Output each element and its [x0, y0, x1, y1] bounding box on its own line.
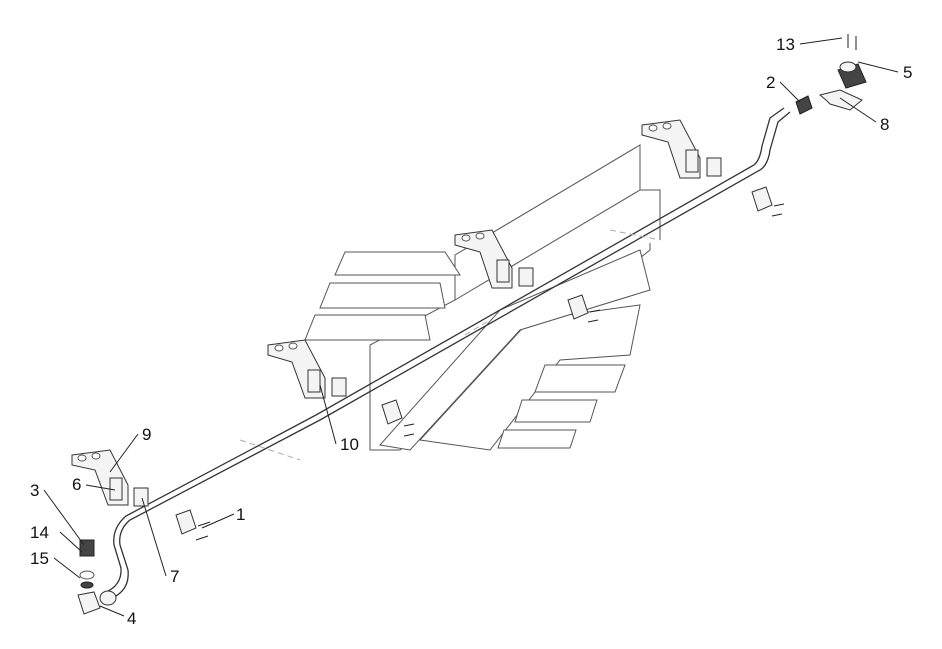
callout-15: 15 [30, 549, 49, 568]
frame-outline [304, 144, 661, 451]
pipe-assembly [105, 107, 791, 599]
leader-lines [43, 37, 899, 617]
callout-2: 2 [766, 73, 776, 92]
callout-10: 10 [340, 435, 359, 454]
callout-8: 8 [880, 115, 890, 134]
bracket-right [641, 119, 722, 179]
callout-14: 14 [30, 523, 49, 542]
bracket-left [71, 449, 149, 507]
callout-1: 1 [236, 505, 246, 524]
callout-13: 13 [776, 35, 795, 54]
callout-4: 4 [127, 609, 137, 628]
bracket-mid-2 [454, 229, 534, 289]
fitting-top-right [795, 34, 867, 115]
callout-6: 6 [72, 475, 82, 494]
callout-3: 3 [30, 481, 40, 500]
fitting-bottom-left [77, 539, 117, 615]
clamp-1 [175, 509, 211, 541]
clamp-3 [567, 294, 601, 323]
callout-7: 7 [170, 567, 180, 586]
clamp-2 [381, 399, 415, 437]
clamp-4 [751, 186, 785, 217]
callout-9: 9 [142, 425, 152, 444]
bracket-mid-1 [267, 339, 347, 399]
callout-5: 5 [903, 63, 913, 82]
